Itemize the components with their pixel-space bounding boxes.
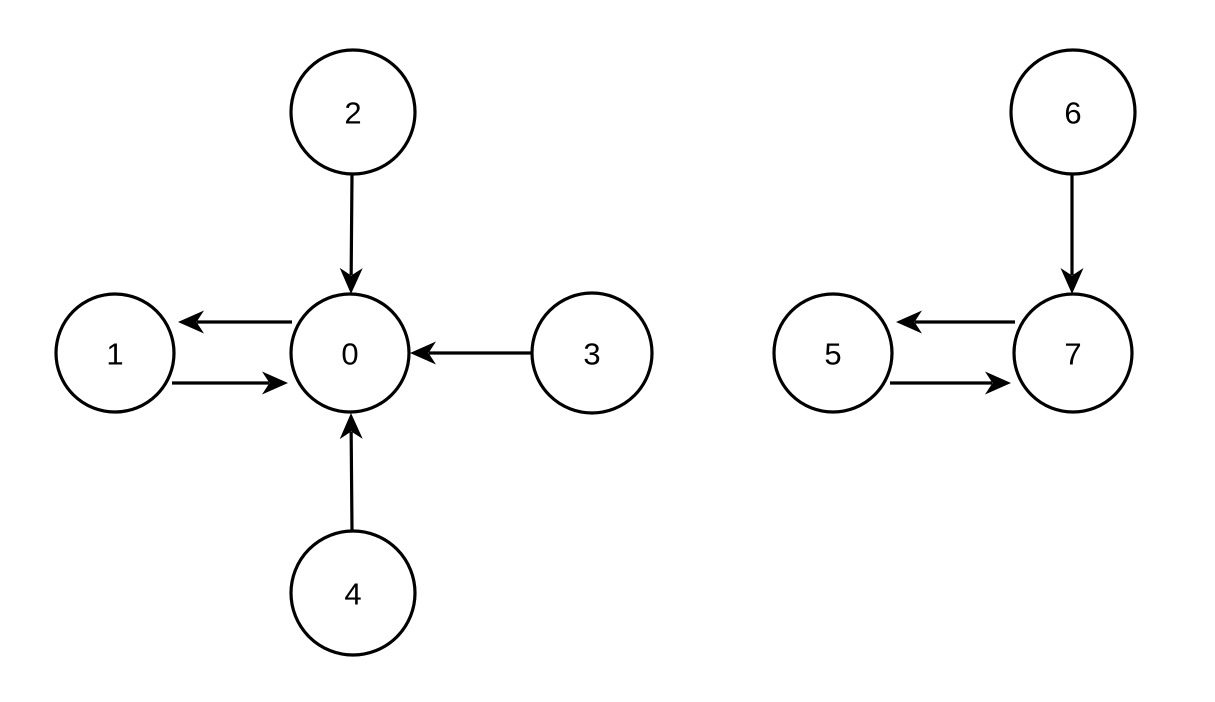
node-label: 6 xyxy=(1064,96,1081,131)
node-circle[interactable] xyxy=(530,291,654,415)
node-label: 2 xyxy=(344,96,361,131)
edge-line xyxy=(349,173,354,276)
graph-node-4[interactable]: 4 xyxy=(289,529,417,657)
node-circle[interactable] xyxy=(289,48,417,176)
edge-1-to-0 xyxy=(172,371,288,395)
node-label: 5 xyxy=(824,337,841,372)
arrowhead-icon xyxy=(896,310,922,334)
edge-0-to-1 xyxy=(178,310,292,334)
arrowhead-icon xyxy=(985,371,1011,395)
node-circle[interactable] xyxy=(289,529,417,657)
graph-node-0[interactable]: 0 xyxy=(289,292,411,414)
graph-node-1[interactable]: 1 xyxy=(54,292,176,414)
arrowhead-icon xyxy=(1060,268,1084,294)
node-circle[interactable] xyxy=(772,292,894,414)
node-label: 1 xyxy=(106,337,123,372)
node-circle[interactable] xyxy=(1012,292,1134,414)
edge-2-to-0 xyxy=(339,173,363,294)
graph-node-2[interactable]: 2 xyxy=(289,48,417,176)
node-label: 3 xyxy=(583,337,600,372)
arrowhead-icon xyxy=(339,267,363,294)
edge-5-to-7 xyxy=(890,371,1011,395)
node-label: 0 xyxy=(341,337,358,372)
node-label: 7 xyxy=(1064,337,1081,372)
node-circle[interactable] xyxy=(1009,48,1137,176)
arrowhead-icon xyxy=(410,341,436,365)
graph-node-5[interactable]: 5 xyxy=(772,292,894,414)
arrowhead-icon xyxy=(262,371,288,395)
node-label: 4 xyxy=(344,577,361,612)
edge-3-to-0 xyxy=(410,341,532,365)
node-circle[interactable] xyxy=(54,292,176,414)
edge-4-to-0 xyxy=(339,413,363,532)
edge-line xyxy=(349,431,354,532)
edge-7-to-5 xyxy=(896,310,1015,334)
edges-layer xyxy=(172,173,1084,532)
edge-6-to-7 xyxy=(1060,174,1084,294)
graph-node-7[interactable]: 7 xyxy=(1012,292,1134,414)
nodes-layer: 0 1 2 3 4 5 6 7 xyxy=(54,48,1137,657)
graph-node-6[interactable]: 6 xyxy=(1009,48,1137,176)
arrowhead-icon xyxy=(339,413,363,440)
graph-node-3[interactable]: 3 xyxy=(530,291,654,415)
node-circle[interactable] xyxy=(289,292,411,414)
arrowhead-icon xyxy=(178,310,204,334)
